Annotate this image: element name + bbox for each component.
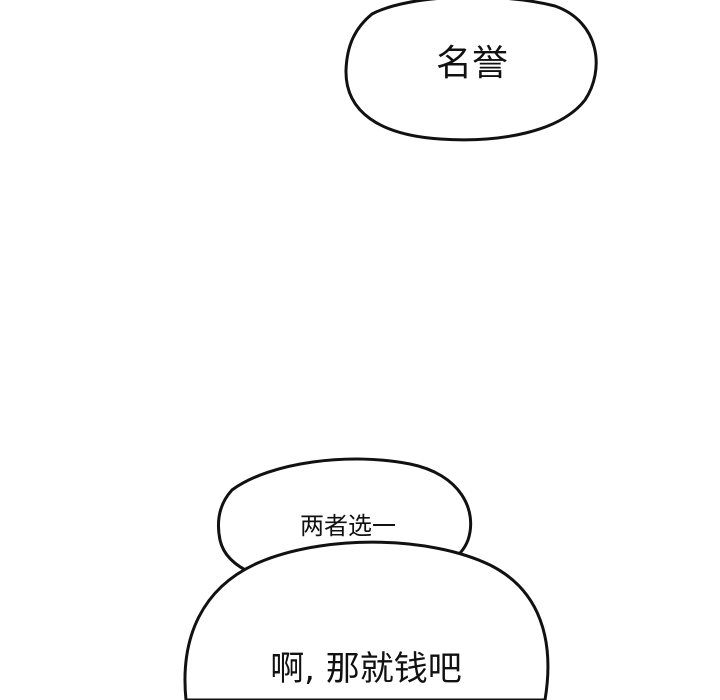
speech-bubble-bottom-outline: [183, 540, 550, 700]
speech-bubble-top: 名誉: [344, 0, 598, 142]
speech-bubble-bottom-text: 啊, 那就钱吧: [270, 649, 462, 689]
speech-bubble-middle-text: 两者选一: [300, 512, 396, 540]
speech-bubble-bottom: 啊, 那就钱吧: [183, 540, 550, 700]
speech-bubble-top-text: 名誉: [436, 43, 508, 84]
speech-bubble-top-outline: [344, 0, 598, 142]
